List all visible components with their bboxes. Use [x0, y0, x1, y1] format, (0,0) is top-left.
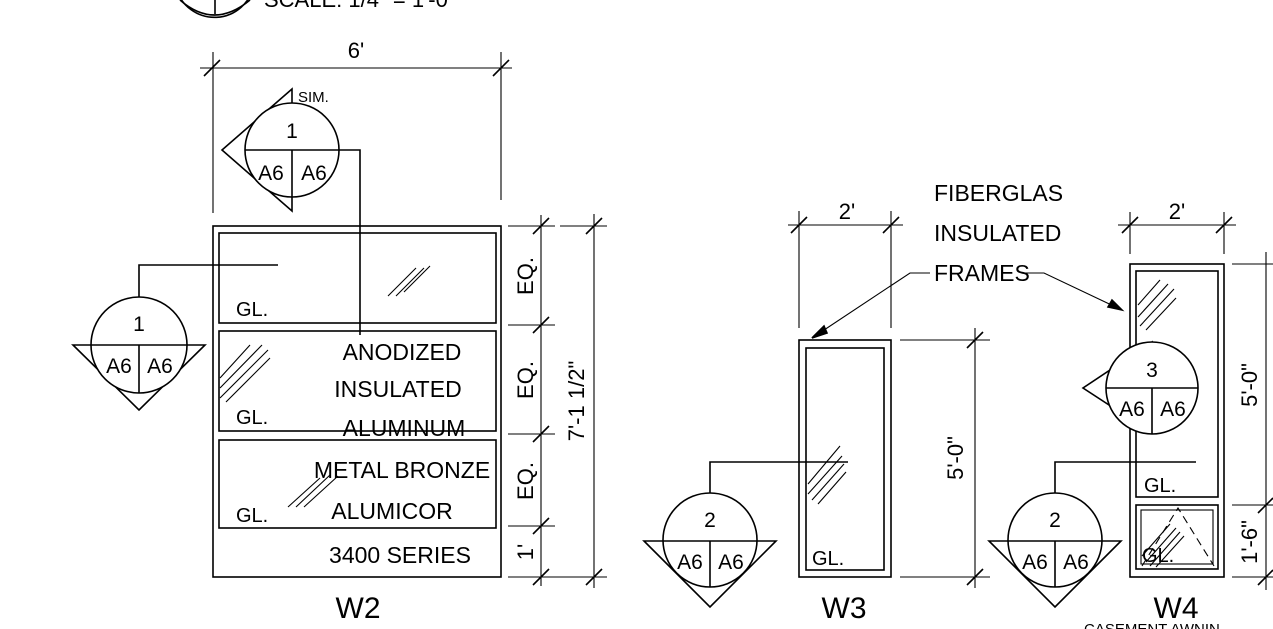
- window-w3: 2' GL. 5'-0" 2 A6 A6: [642, 199, 990, 625]
- w4-tag: W4: [1154, 592, 1199, 625]
- w3-width-dimension: 2': [788, 199, 903, 328]
- window-w2: 6' GL. GL. GL. ANODIZED INSULATED: [71, 38, 607, 625]
- scale-text: SCALE: 1/4" = 1'-0": [264, 0, 456, 12]
- w2-lite-bottom: [218, 439, 497, 529]
- w3-tag: W3: [822, 592, 867, 625]
- w2-note-line-6: 3400 SERIES: [329, 542, 471, 568]
- w2-height-dimension: 7'-1 1/2": [560, 214, 607, 588]
- w3-height-text: 5'-0": [943, 436, 968, 480]
- w2-note-line-4: METAL BRONZE: [314, 457, 490, 483]
- w3-height-dimension: 5'-0": [900, 328, 990, 588]
- w2-eq-1: EQ.: [513, 257, 538, 295]
- w3-callout-sheet-right: A6: [718, 551, 744, 574]
- w2-outer-frame: [212, 225, 502, 578]
- w2-top-callout-sheet-left: A6: [258, 162, 284, 185]
- w3-callout-sheet-left: A6: [677, 551, 703, 574]
- w4-lower-dim: 1'-6": [1237, 520, 1262, 564]
- w2-section-callout-top: 1 A6 A6 SIM.: [220, 87, 361, 335]
- w2-right-dimensions: EQ. EQ. EQ. 1': [508, 215, 607, 586]
- w2-top-callout-sheet-right: A6: [301, 162, 327, 185]
- w3-callout-number: 2: [704, 509, 716, 532]
- w4-callout: 2 A6 A6: [987, 461, 1196, 609]
- w2-tag: W2: [336, 592, 381, 625]
- w2-gl-label-2: GL.: [236, 407, 268, 429]
- w2-eq-3: EQ.: [513, 462, 538, 500]
- w4-upper-dim: 5'-0": [1237, 363, 1262, 407]
- w2-width-dimension: 6': [200, 38, 512, 213]
- w3-lite: [805, 347, 885, 571]
- w2-left-callout-sheet-right: A6: [147, 355, 173, 378]
- w3-glass-hatch: [807, 445, 847, 505]
- scale-header: SCALE: 1/4" = 1'-0": [179, 0, 456, 19]
- w3-outer-frame: [798, 339, 892, 578]
- w4-callout-number: 2: [1049, 509, 1061, 532]
- w2-note-line-3: ALUMINUM: [343, 415, 466, 441]
- w3-section-callout: 2 A6 A6: [642, 461, 848, 609]
- w4-lite-lower: [1135, 504, 1219, 570]
- w2-top-callout-number: 1: [286, 120, 298, 143]
- w2-lite-top: [218, 232, 497, 324]
- w4-callout-sheet-left: A6: [1022, 551, 1048, 574]
- w2-gl-label-1: GL.: [236, 299, 268, 321]
- w4-gl-label-2: GL.: [1142, 545, 1174, 567]
- window-w4: 2' GL. GL. 3 A6 A6: [987, 199, 1273, 629]
- w2-left-callout-number: 1: [133, 313, 145, 336]
- w2-lite-middle: [218, 330, 497, 432]
- w2-gl-label-3: GL.: [236, 505, 268, 527]
- w2-left-callout-sheet-left: A6: [106, 355, 132, 378]
- w4-bottom-note: CASEMENT AWNIN: [1084, 621, 1220, 629]
- w2-note-line-1: ANODIZED: [343, 339, 462, 365]
- frame-material-note: FIBERGLAS INSULATED FRAMES: [811, 180, 1125, 339]
- w4-section-callout-sheet-left: A6: [1119, 398, 1145, 421]
- w3-width-text: 2': [839, 199, 855, 224]
- w2-top-callout-sim: SIM.: [298, 89, 329, 106]
- frame-note-line-2: INSULATED: [934, 220, 1061, 246]
- w4-glass-hatch: [1137, 279, 1215, 568]
- w2-section-callout-left: 1 A6 A6: [71, 264, 278, 412]
- frame-note-line-1: FIBERGLAS: [934, 180, 1063, 206]
- frame-note-line-3: FRAMES: [934, 260, 1030, 286]
- w2-bottom-dim: 1': [513, 544, 538, 560]
- w4-callout-sheet-right: A6: [1063, 551, 1089, 574]
- w2-eq-2: EQ.: [513, 361, 538, 399]
- w2-note-line-5: ALUMICOR: [331, 498, 452, 524]
- w3-gl-label: GL.: [812, 548, 844, 570]
- w4-gl-label-1: GL.: [1144, 475, 1176, 497]
- w4-height-dimensions: 5'-0" 1'-6": [1232, 252, 1273, 590]
- w2-note-line-2: INSULATED: [334, 376, 461, 402]
- w4-section-callout-number: 3: [1146, 359, 1158, 382]
- w2-material-note: ANODIZED INSULATED ALUMINUM METAL BRONZE…: [314, 339, 490, 568]
- w4-width-dimension: 2': [1118, 199, 1236, 254]
- w2-glass-hatch: [219, 265, 431, 508]
- w4-width-text: 2': [1169, 199, 1185, 224]
- w2-height-text: 7'-1 1/2": [564, 361, 589, 442]
- w2-width-text: 6': [348, 38, 364, 63]
- w4-section-callout-sheet-right: A6: [1160, 398, 1186, 421]
- w4-section-callout: 3 A6 A6: [1081, 340, 1199, 435]
